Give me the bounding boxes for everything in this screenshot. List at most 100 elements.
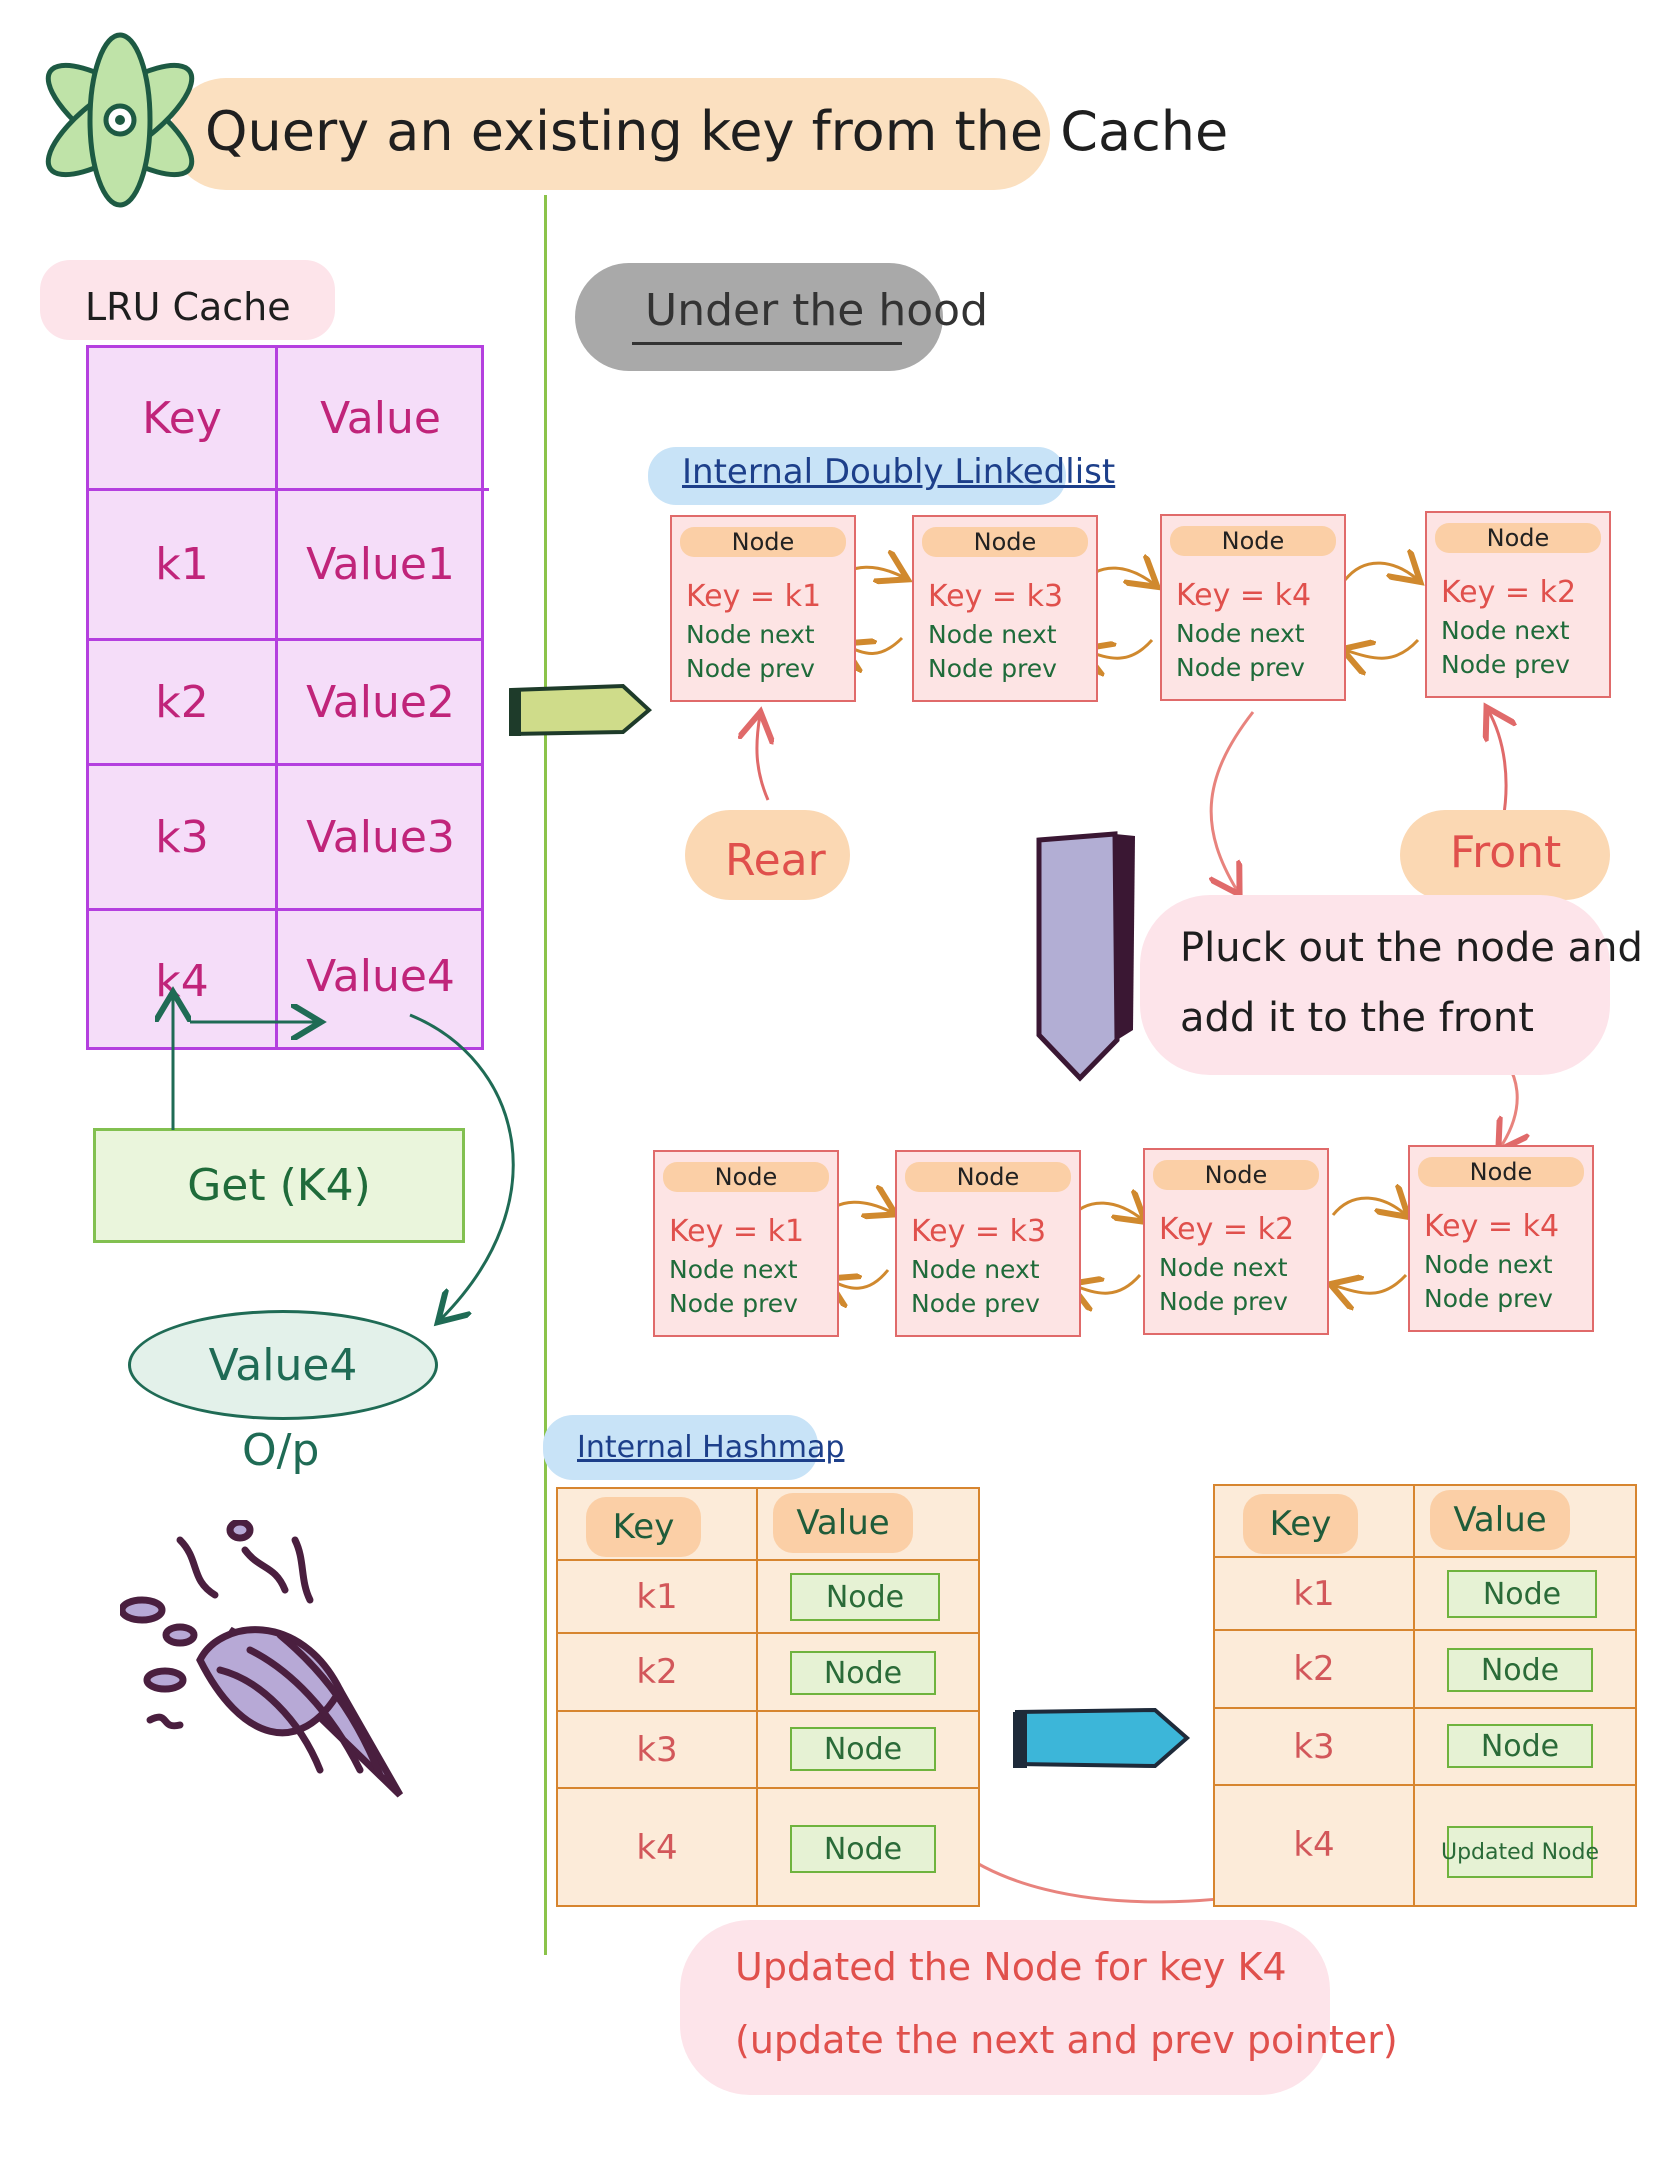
hm-node: Node [1447, 1648, 1593, 1692]
under-hood-underline [632, 342, 902, 345]
dll-before-node-4: Node Key = k2 Node next Node prev [1425, 511, 1611, 698]
node-next: Node next [928, 620, 1057, 649]
node-key: Key = k2 [1441, 575, 1577, 610]
node-header: Node [922, 527, 1088, 557]
hm-header-value: Value [773, 1493, 913, 1553]
node-prev: Node prev [928, 654, 1057, 683]
node-prev: Node prev [1441, 650, 1570, 679]
atom-icon [45, 32, 195, 208]
node-prev: Node prev [1424, 1284, 1553, 1313]
page-title: Query an existing key from the Cache [205, 100, 1229, 163]
hm-row-divider [558, 1787, 978, 1789]
dll-before-node-1: Node Key = k1 Node next Node prev [670, 515, 856, 702]
node-key: Key = k2 [1159, 1212, 1295, 1247]
title-highlight [170, 78, 1050, 190]
dll-label: Internal Doubly Linkedlist [682, 452, 1116, 492]
lru-key-k1: k1 [155, 539, 209, 590]
node-key: Key = k4 [1424, 1209, 1560, 1244]
node-next: Node next [1424, 1250, 1553, 1279]
node-key: Key = k3 [928, 579, 1064, 614]
dll-after-node-1: Node Key = k1 Node next Node prev [653, 1150, 839, 1337]
hm-col-divider [1413, 1486, 1415, 1905]
node-key: Key = k1 [669, 1214, 805, 1249]
node-header: Node [1418, 1157, 1584, 1187]
hm-header-key: Key [586, 1497, 701, 1557]
hm-key: k3 [1293, 1726, 1335, 1767]
node-next: Node next [911, 1255, 1040, 1284]
lru-value-2: Value2 [306, 676, 455, 728]
pluck-note-highlight [1140, 895, 1610, 1075]
node-header: Node [663, 1162, 829, 1192]
hm-col-divider [756, 1489, 758, 1905]
hm-header-key: Key [1243, 1494, 1358, 1554]
hm-row-divider [1215, 1556, 1635, 1558]
dll-after-node-2: Node Key = k3 Node next Node prev [895, 1150, 1081, 1337]
get-k4-label: Get (K4) [187, 1160, 371, 1211]
lru-value-1: Value1 [306, 539, 455, 590]
lru-header-key: Key [142, 392, 222, 444]
lru-value-3: Value3 [306, 811, 455, 863]
hm-key: k1 [636, 1576, 678, 1617]
hm-node: Node [790, 1727, 936, 1771]
lru-row-divider [89, 763, 481, 766]
lru-key-k2: k2 [155, 676, 209, 728]
hm-node: Node [1447, 1570, 1597, 1618]
front-highlight [1400, 810, 1610, 900]
node-prev: Node prev [669, 1289, 798, 1318]
hm-node-k4: Node [790, 1825, 936, 1873]
lru-row-divider [89, 488, 489, 491]
vertical-divider [544, 195, 547, 1955]
lru-col-divider [275, 348, 278, 1047]
lru-cache-table: Key Value k1 Value1 k2 Value2 k3 Value3 … [86, 345, 489, 1050]
node-next: Node next [1159, 1253, 1288, 1282]
dll-label-highlight [648, 447, 1066, 505]
transition-arrow-blue [1013, 1707, 1191, 1769]
node-next: Node next [686, 620, 815, 649]
rear-highlight [685, 810, 850, 900]
update-note-line1: Updated the Node for key K4 [735, 1945, 1287, 1989]
lru-title-highlight [40, 260, 335, 340]
hm-key: k1 [1293, 1573, 1335, 1614]
hm-key: k4 [636, 1828, 678, 1868]
hm-row-divider [1215, 1629, 1635, 1631]
output-value: Value4 [208, 1339, 358, 1391]
lru-row-divider [89, 638, 481, 641]
hm-node-updated: Updated Node [1441, 1826, 1599, 1878]
hashmap-label-highlight [543, 1415, 818, 1480]
hm-key: k2 [1293, 1649, 1335, 1689]
node-header: Node [905, 1162, 1071, 1192]
node-header: Node [1435, 523, 1601, 553]
node-next: Node next [1176, 619, 1305, 648]
lru-row-divider [89, 908, 481, 911]
hm-header-value: Value [1430, 1490, 1570, 1550]
node-next: Node next [1441, 616, 1570, 645]
pluck-note-line2: add it to the front [1180, 995, 1534, 1041]
transition-arrow-green [509, 683, 653, 737]
node-next: Node next [669, 1255, 798, 1284]
update-note-line2: (update the next and prev pointer) [735, 2018, 1398, 2062]
hm-key: k3 [636, 1729, 678, 1770]
node-header: Node [1153, 1160, 1319, 1190]
node-prev: Node prev [911, 1289, 1040, 1318]
hashmap-before-table: Key Value k1 Node k2 Node k3 Node k4 Nod… [556, 1487, 980, 1907]
rear-label: Rear [725, 835, 826, 886]
hm-row-divider [1215, 1707, 1635, 1709]
hm-node: Node [790, 1651, 936, 1695]
node-prev: Node prev [1176, 653, 1305, 682]
dll-before-node-2: Node Key = k3 Node next Node prev [912, 515, 1098, 702]
hm-row-divider [558, 1632, 978, 1634]
lru-header-value: Value [320, 392, 441, 444]
node-prev: Node prev [686, 654, 815, 683]
dll-after-node-3: Node Key = k2 Node next Node prev [1143, 1148, 1329, 1335]
front-label: Front [1450, 827, 1562, 878]
node-key: Key = k3 [911, 1214, 1047, 1249]
hashmap-label: Internal Hashmap [577, 1430, 845, 1465]
lru-cache-title: LRU Cache [85, 285, 291, 329]
output-ellipse: Value4 [128, 1310, 438, 1420]
update-note-highlight [680, 1920, 1330, 2095]
hm-key: k4 [1293, 1825, 1335, 1865]
node-prev: Node prev [1159, 1287, 1288, 1316]
hm-node: Node [1447, 1724, 1593, 1768]
under-hood-title: Under the hood [645, 285, 989, 336]
hm-row-divider [1215, 1784, 1635, 1786]
